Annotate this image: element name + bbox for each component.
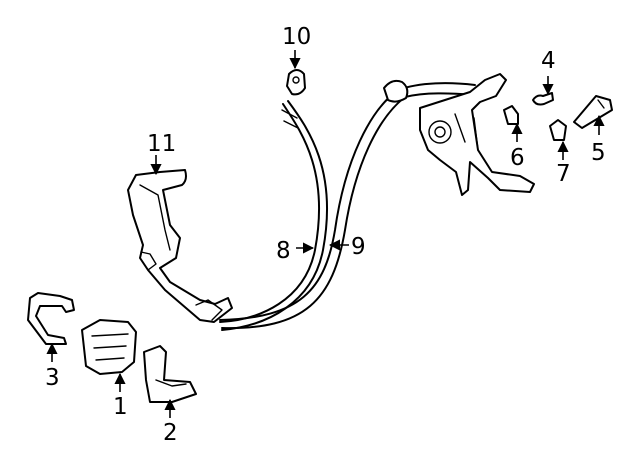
callout-8: 8 [276,238,291,264]
callout-2: 2 [163,420,178,446]
bracket-part-11 [127,169,233,323]
switch-part-5 [573,95,613,129]
clip-part-10 [286,69,306,96]
callout-7: 7 [556,161,571,187]
callout-1: 1 [113,394,128,420]
callout-labels: 10 11 4 5 6 7 8 9 3 1 2 [45,24,606,446]
callout-arrows [46,50,605,418]
callout-11: 11 [147,131,176,157]
callout-4: 4 [541,48,556,74]
callout-3: 3 [45,365,60,391]
callout-10: 10 [282,24,311,50]
callout-5: 5 [591,140,606,166]
module-part-1 [81,319,137,375]
cable-assembly [219,79,476,331]
callout-9: 9 [351,234,366,260]
callout-6: 6 [510,145,525,171]
clip-part-7 [549,119,567,141]
bracket-part-3 [27,292,75,345]
bracket-part-2 [143,345,197,403]
pedal-assembly [419,73,535,196]
clip-part-6 [503,105,519,125]
bulb-part-4 [532,92,554,106]
